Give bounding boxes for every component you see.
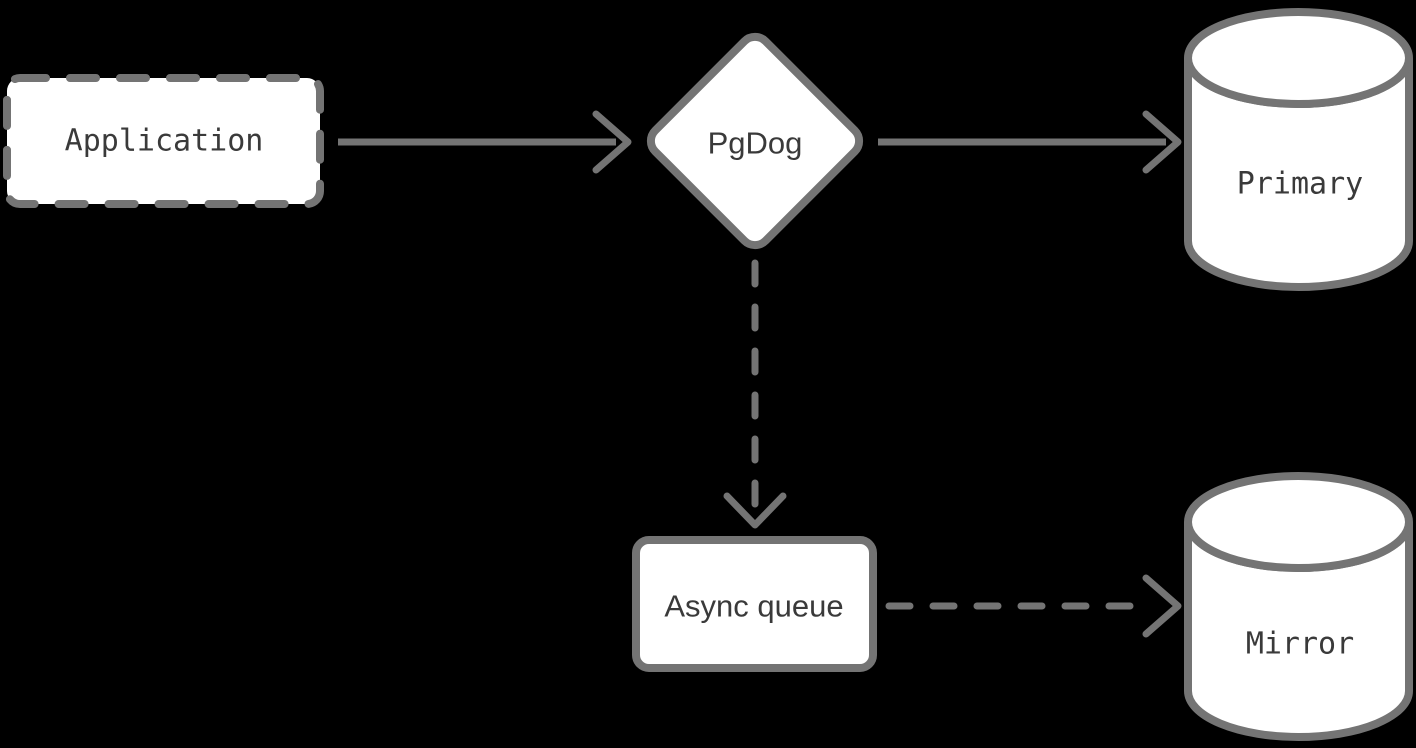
node-primary: Primary [1184, 8, 1413, 291]
mirror-cylinder-top [1184, 472, 1413, 572]
pgdog-label: PgDog [708, 126, 803, 161]
arrowhead-right-icon [1142, 574, 1182, 638]
node-async-queue: Async queue [632, 536, 877, 672]
node-mirror: Mirror [1184, 472, 1413, 741]
primary-label: Primary [1237, 167, 1363, 202]
arrowhead-down-icon [723, 492, 787, 529]
mirror-label: Mirror [1246, 627, 1354, 662]
edge-application-to-pgdog [338, 110, 632, 174]
application-box [3, 74, 324, 208]
node-application: Application [3, 74, 324, 208]
async-queue-box [632, 536, 877, 672]
pgdog-diamond [646, 32, 864, 250]
node-pgdog: PgDog [646, 32, 864, 250]
application-label: Application [65, 124, 264, 159]
async-queue-label: Async queue [664, 589, 843, 624]
arrowhead-right-icon [1142, 110, 1182, 174]
arrowhead-right-icon [592, 110, 632, 174]
edge-pgdog-to-async-queue [723, 259, 787, 529]
edge-pgdog-to-primary [878, 110, 1182, 174]
edge-async-queue-to-mirror [885, 574, 1182, 638]
primary-cylinder-top [1184, 8, 1413, 108]
